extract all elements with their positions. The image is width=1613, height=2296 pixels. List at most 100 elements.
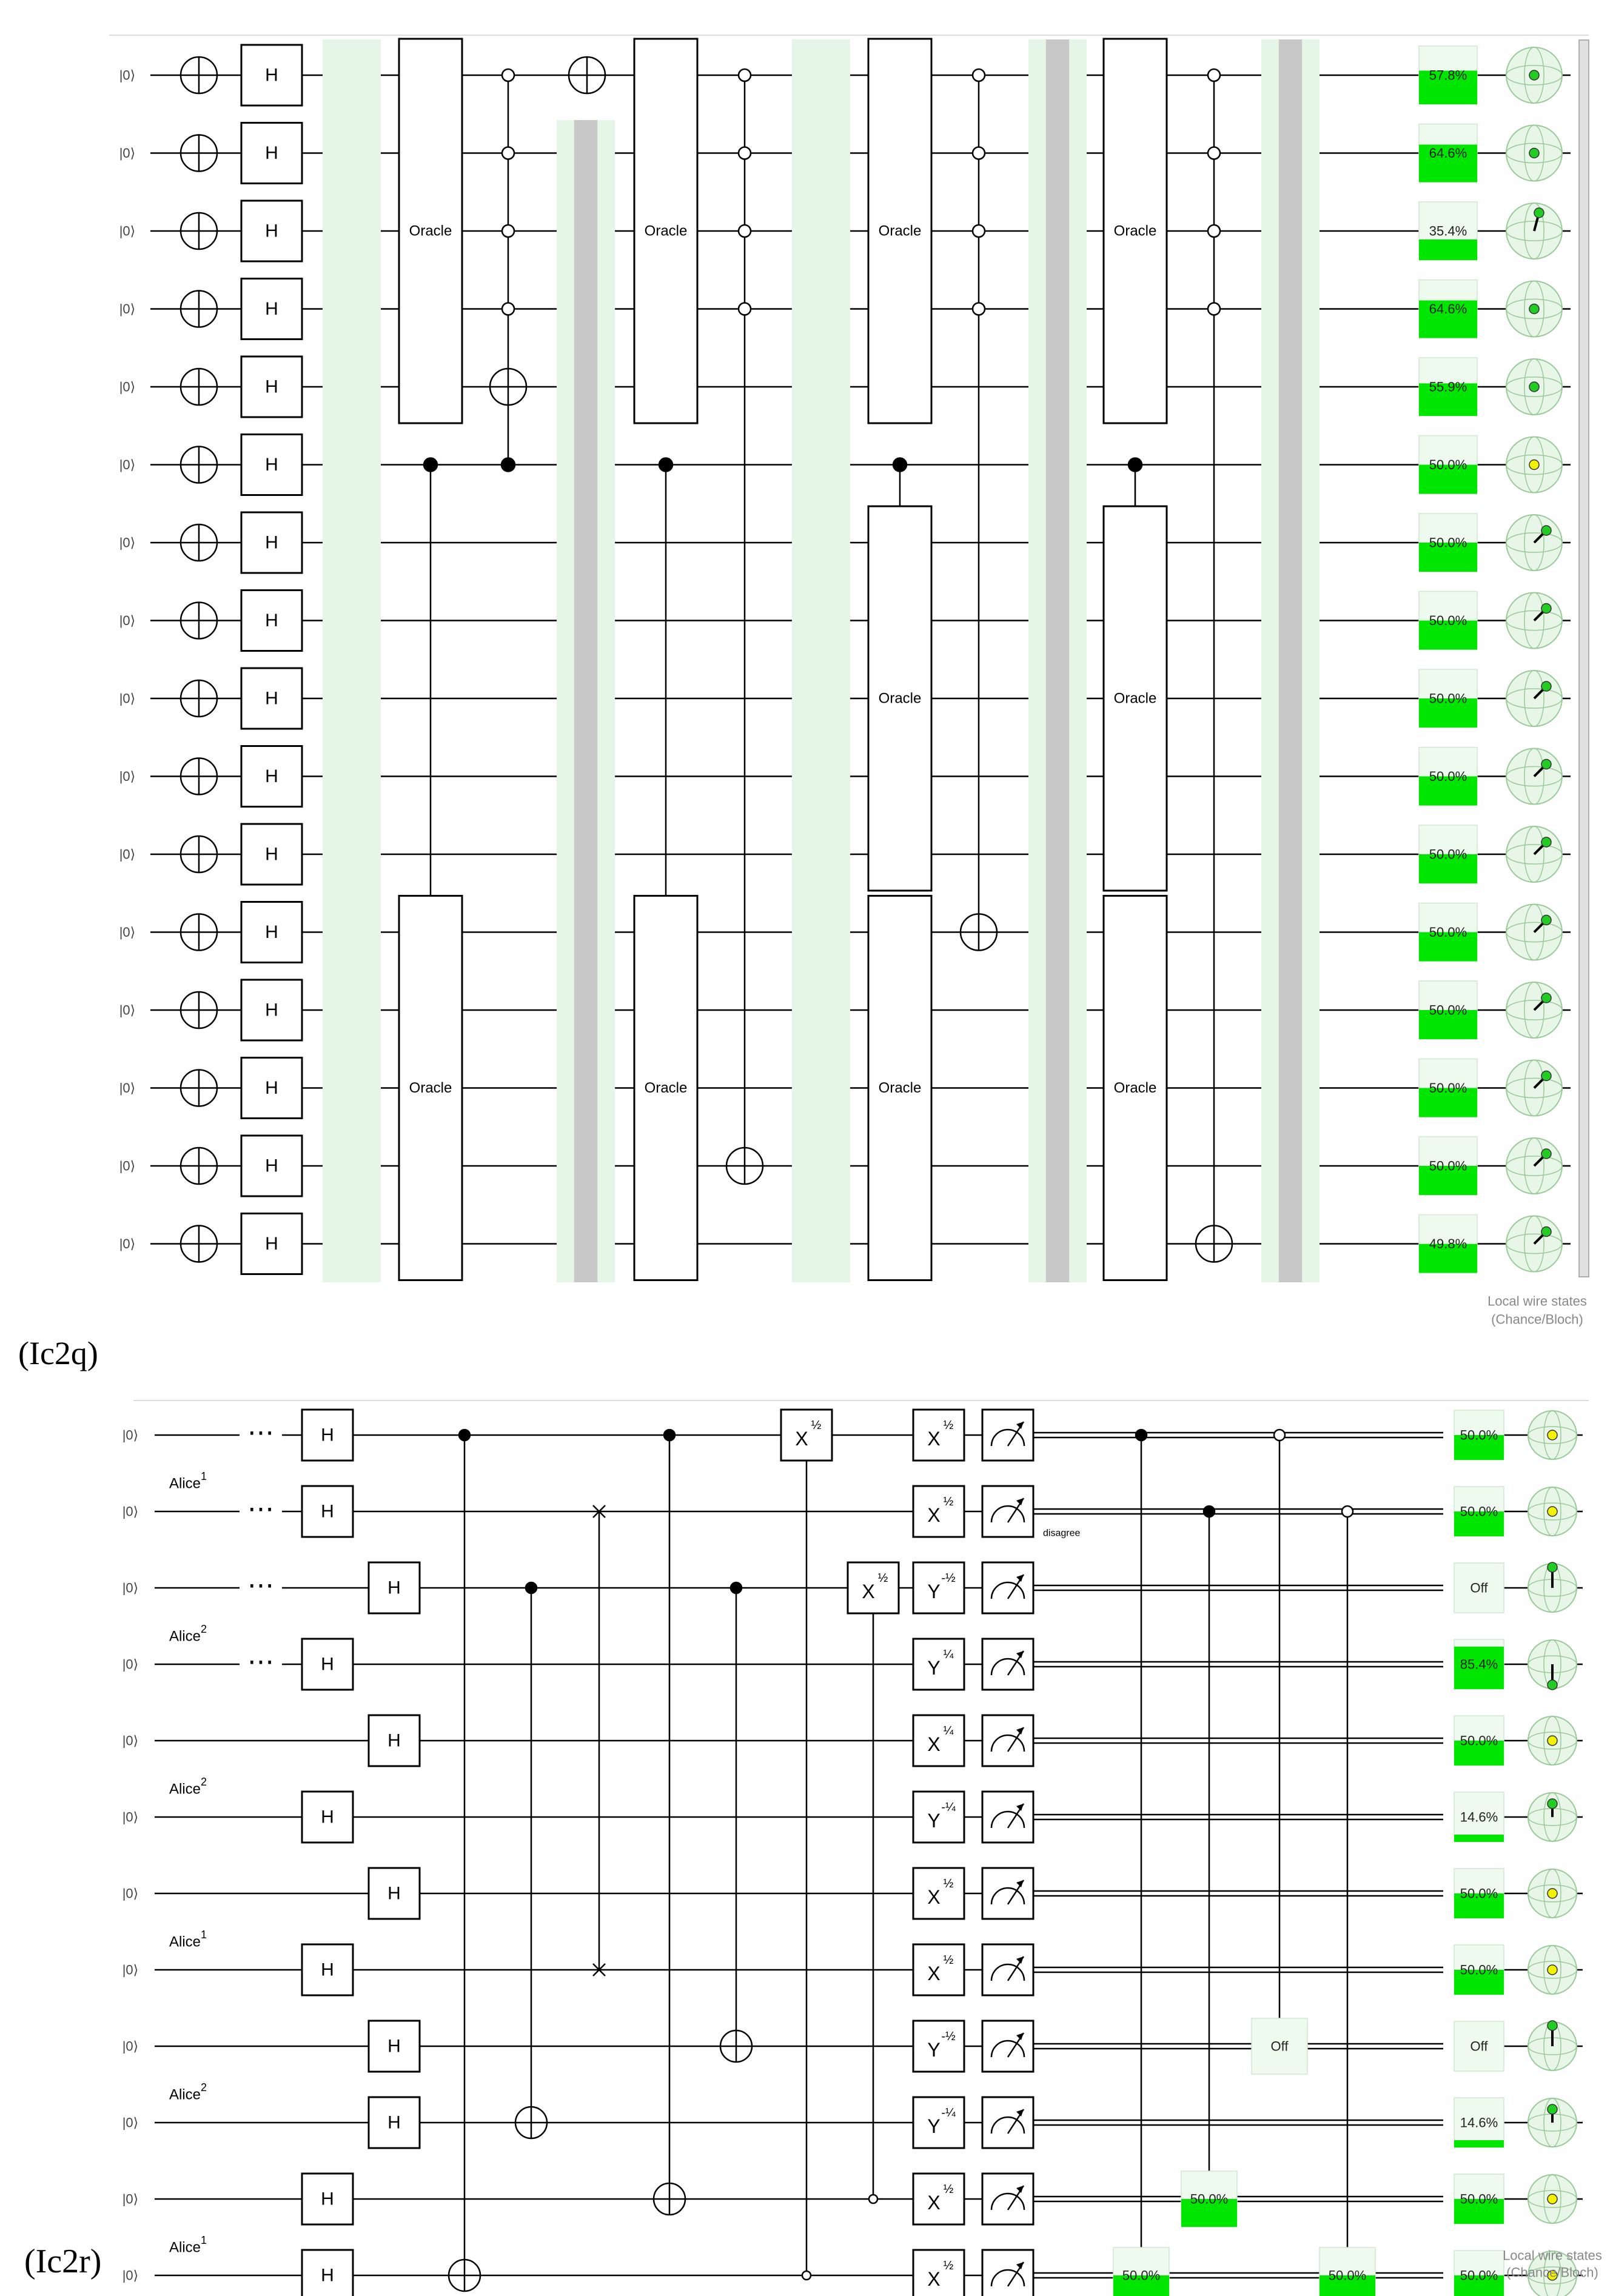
footer-local-wire-states: Local wire states <box>1503 2248 1602 2263</box>
bloch-meridian <box>1524 592 1544 649</box>
percent-display-fill <box>1419 932 1477 962</box>
rotation-gate-base: Y <box>927 2039 940 2061</box>
bloch-meridian <box>1543 1410 1561 1460</box>
hadamard-gate <box>240 1057 303 1119</box>
anti-control-dot <box>737 302 752 316</box>
wire-init-label: |0⟩ <box>122 1733 139 1749</box>
bloch-equator <box>1506 688 1563 709</box>
percent-display-label: 64.6% <box>1429 146 1467 161</box>
percent-display-label: Off <box>1470 1581 1489 1596</box>
percent-display-fill <box>1419 1166 1477 1195</box>
percent-display-label: 50.0% <box>1460 1504 1498 1519</box>
percent-display-label: 50.0% <box>1429 925 1467 940</box>
percent-display-fill <box>1419 144 1477 182</box>
measurement-gate <box>981 2096 1035 2149</box>
measurement-gate <box>981 2172 1035 2226</box>
rotation-gate-base: X <box>927 1886 940 1908</box>
wire-gap <box>240 1579 282 1596</box>
oracle-gate <box>1102 505 1168 892</box>
meter-arrow <box>1016 2033 1024 2040</box>
percent-display-fill <box>1320 2275 1375 2296</box>
percent-display-label: 50.0% <box>1460 1428 1498 1443</box>
hadamard-gate <box>301 1408 354 1462</box>
meter-arc <box>990 2040 1025 2058</box>
meter-arc <box>990 1887 1025 1905</box>
oracle-gate <box>633 895 699 1281</box>
bloch-meridian <box>1524 1059 1544 1117</box>
alice-superscript: 2 <box>201 2081 207 2094</box>
percent-display-label: Off <box>1271 2039 1289 2054</box>
wire-init-label: |0⟩ <box>122 2115 139 2130</box>
oracle-gate-label: Oracle <box>409 1080 452 1096</box>
hadamard-gate-label: H <box>265 143 278 163</box>
percent-display-fill <box>1181 2199 1237 2227</box>
hadamard-gate-label: H <box>265 221 278 241</box>
footer-chance-bloch: (Chance/Bloch) <box>1506 2265 1598 2280</box>
percent-display-fill <box>1454 2275 1504 2296</box>
sqrt-x-gate-exponent: ½ <box>811 1419 822 1432</box>
percent-display-fill <box>1454 1741 1504 1766</box>
bloch-meridian <box>1524 748 1544 805</box>
rotation-gate <box>912 1714 965 1767</box>
percent-display-label: 50.0% <box>1429 535 1467 551</box>
meter-arc <box>990 2192 1025 2211</box>
wire-init-label: |0⟩ <box>122 2192 139 2207</box>
sqrt-x-gate <box>847 1561 900 1615</box>
bloch-meridian <box>1524 826 1544 883</box>
wire-init-label: |0⟩ <box>119 68 136 83</box>
rotation-gate-base: Y <box>927 1810 940 1832</box>
hadamard-gate-label: H <box>321 1807 334 1827</box>
bloch-equator <box>1506 298 1563 320</box>
percent-display-label: 50.0% <box>1429 457 1467 472</box>
rotation-gate-exponent: -¼ <box>941 2106 956 2120</box>
meter-arc <box>990 1505 1025 1523</box>
hadamard-gate-label: H <box>265 845 278 865</box>
meter-arrow <box>1016 1422 1024 1429</box>
percent-display-label: Off <box>1470 2039 1489 2054</box>
hadamard-gate <box>240 589 303 652</box>
oracle-gate <box>1102 895 1168 1281</box>
rotation-gate-exponent: ½ <box>944 2183 954 2196</box>
wire-init-label: |0⟩ <box>119 691 136 706</box>
rotation-gate-exponent: ¼ <box>944 1648 954 1661</box>
bloch-vector-tip <box>1541 681 1552 692</box>
rotation-gate <box>912 2020 965 2073</box>
wire-init-label: |0⟩ <box>122 1886 139 1901</box>
bloch-meridian <box>1524 202 1544 259</box>
percent-display-label: 50.0% <box>1460 1886 1498 1901</box>
wire-init-label: |0⟩ <box>119 535 136 551</box>
hadamard-gate-label: H <box>265 533 278 553</box>
sqrt-x-gate-exponent: ½ <box>878 1571 888 1585</box>
hadamard-gate <box>240 667 303 730</box>
percent-display-label: 50.0% <box>1429 847 1467 862</box>
hadamard-gate-label: H <box>265 1000 278 1020</box>
hadamard-gate <box>240 122 303 184</box>
rotation-gate <box>912 1867 965 1920</box>
percent-display-label: 50.0% <box>1429 691 1467 706</box>
percent-display-fill <box>1454 2199 1504 2224</box>
hadamard-gate <box>240 433 303 496</box>
hadamard-gate <box>301 2249 354 2296</box>
hadamard-gate-label: H <box>321 1425 334 1445</box>
percent-display-label: 14.6% <box>1460 1810 1498 1825</box>
bloch-meridian <box>1524 124 1544 182</box>
anti-control-dot <box>1341 1505 1354 1518</box>
percent-display-fill <box>1419 300 1477 338</box>
ellipsis-dots: ⋯ <box>247 1571 274 1601</box>
hadamard-gate-label: H <box>265 611 278 631</box>
hadamard-gate <box>367 1867 421 1920</box>
alice-label: Alice <box>169 1476 201 1492</box>
percent-display-fill <box>1454 1435 1504 1460</box>
wire-init-label: |0⟩ <box>119 769 136 784</box>
percent-display-fill <box>1419 464 1477 494</box>
bloch-equator <box>1506 844 1563 865</box>
alice-superscript: 2 <box>201 1776 207 1788</box>
hadamard-gate-label: H <box>265 1156 278 1176</box>
percent-display-label: 50.0% <box>1460 2192 1498 2207</box>
rotation-gate-exponent: ¼ <box>944 1724 954 1738</box>
measurement-gate <box>981 1867 1035 1920</box>
measurement-gate <box>981 1943 1035 1996</box>
wire-init-label: |0⟩ <box>119 380 136 395</box>
hadamard-gate-label: H <box>321 1655 334 1675</box>
bloch-meridian <box>1543 1869 1561 1918</box>
